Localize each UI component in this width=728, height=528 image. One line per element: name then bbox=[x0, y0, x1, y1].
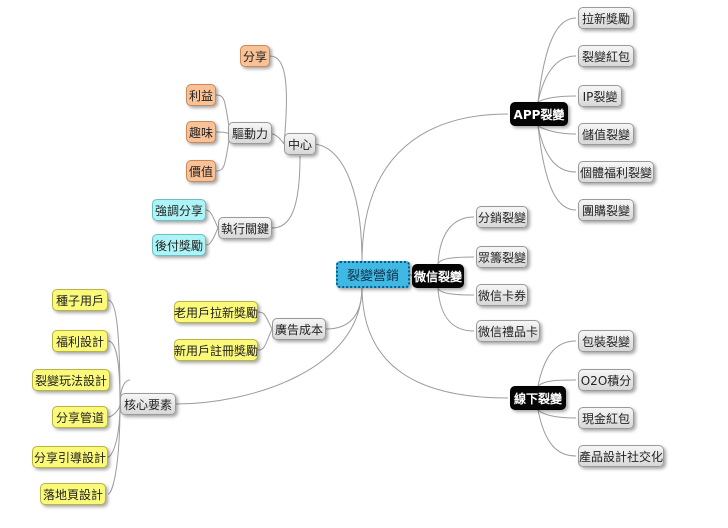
connector-exec-1 bbox=[205, 209, 219, 229]
hub-branch[interactable]: 中心 bbox=[284, 133, 316, 155]
connector-cost-2 bbox=[257, 328, 273, 351]
connector-center-to-wechat bbox=[409, 273, 413, 277]
connector-app-5 bbox=[537, 125, 577, 173]
connector-wechat-4 bbox=[437, 287, 475, 332]
connector-core-1 bbox=[107, 299, 121, 405]
connector-offline-4 bbox=[537, 409, 577, 457]
connector-center-to-hub bbox=[311, 143, 363, 263]
wechat-item[interactable]: 微信禮品卡 bbox=[476, 320, 540, 342]
wechat-item[interactable]: 微信卡券 bbox=[476, 284, 528, 306]
core-item[interactable]: 裂變玩法設計 bbox=[32, 369, 110, 391]
connector-hub-drive bbox=[271, 133, 285, 145]
connector-center-to-offline bbox=[361, 286, 509, 399]
core-item[interactable]: 分享管道 bbox=[52, 406, 108, 428]
wechat-item[interactable]: 分銷裂變 bbox=[476, 206, 528, 228]
offline-item[interactable]: O2O積分 bbox=[578, 369, 634, 391]
connector-core-6 bbox=[107, 403, 121, 495]
cost-item[interactable]: 新用戶註冊獎勵 bbox=[174, 339, 258, 361]
exec-branch[interactable]: 執行關鍵 bbox=[218, 217, 272, 239]
app-item[interactable]: 拉新獎勵 bbox=[578, 7, 634, 29]
connector-app-4 bbox=[537, 125, 577, 135]
connector-center-to-core bbox=[175, 286, 363, 405]
app-branch[interactable]: APP裂變 bbox=[510, 102, 568, 126]
app-item[interactable]: 裂變紅包 bbox=[578, 45, 634, 67]
connector-app-2 bbox=[537, 55, 577, 103]
drive-item[interactable]: 趣味 bbox=[186, 121, 216, 143]
exec-item[interactable]: 後付獎勵 bbox=[152, 234, 206, 256]
exec-item[interactable]: 強調分享 bbox=[152, 199, 206, 221]
offline-item[interactable]: 現金紅包 bbox=[578, 407, 634, 429]
core-item[interactable]: 分享引導設計 bbox=[32, 446, 108, 468]
drive-branch[interactable]: 驅動力 bbox=[228, 122, 272, 144]
connector-core-4 bbox=[107, 403, 121, 418]
core-item[interactable]: 福利設計 bbox=[52, 330, 108, 352]
connector-core-2 bbox=[107, 340, 121, 405]
connector-center-to-cost bbox=[325, 286, 363, 330]
cost-item[interactable]: 老用戶拉新獎勵 bbox=[174, 301, 258, 323]
connector-app-3 bbox=[537, 95, 577, 103]
drive-item[interactable]: 價值 bbox=[186, 160, 216, 182]
app-item[interactable]: 個體福利裂變 bbox=[578, 161, 654, 183]
app-item[interactable]: 團購裂變 bbox=[578, 199, 634, 221]
offline-item[interactable]: 包裝裂變 bbox=[578, 330, 634, 352]
wechat-branch[interactable]: 微信裂變 bbox=[412, 264, 464, 288]
connector-wechat-2 bbox=[437, 256, 475, 265]
core-item[interactable]: 落地頁設計 bbox=[40, 483, 106, 505]
central-topic[interactable]: 裂變營銷 bbox=[336, 261, 410, 288]
connector-center-to-app bbox=[361, 113, 509, 263]
connector-cost-1 bbox=[257, 311, 273, 330]
core-branch[interactable]: 核心要素 bbox=[120, 393, 176, 415]
core-item[interactable]: 種子用戶 bbox=[52, 289, 108, 311]
wechat-item[interactable]: 眾籌裂變 bbox=[476, 246, 528, 268]
connector-wechat-1 bbox=[437, 216, 475, 265]
connector-offline-2 bbox=[537, 379, 577, 387]
connector-exec-2 bbox=[205, 227, 219, 246]
connector-hub-share bbox=[269, 55, 287, 145]
app-item[interactable]: IP裂變 bbox=[578, 85, 622, 107]
offline-item[interactable]: 產品設計社交化 bbox=[578, 445, 664, 467]
connector-offline-3 bbox=[537, 409, 577, 419]
drive-item[interactable]: 利益 bbox=[186, 84, 216, 106]
cost-branch[interactable]: 廣告成本 bbox=[272, 318, 326, 340]
offline-branch[interactable]: 線下裂變 bbox=[510, 386, 566, 410]
connector-wechat-3 bbox=[437, 287, 475, 296]
app-item[interactable]: 儲值裂變 bbox=[578, 123, 634, 145]
connector-app-1 bbox=[537, 17, 577, 103]
connector-offline-1 bbox=[537, 340, 577, 387]
hub-share[interactable]: 分享 bbox=[240, 45, 270, 67]
connector-app-6 bbox=[537, 125, 577, 211]
connector-hub-exec bbox=[271, 155, 301, 229]
